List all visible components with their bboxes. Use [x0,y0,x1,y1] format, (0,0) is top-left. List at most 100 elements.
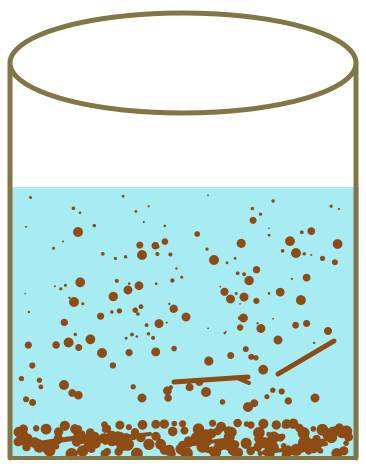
sediment-grain [339,446,348,455]
small-particle [268,227,270,229]
small-particle [147,332,150,335]
sediment-grain [317,424,329,436]
particle [52,341,60,349]
particle [75,277,85,287]
particle [333,239,343,249]
sediment-grain [22,434,33,445]
small-particle [291,278,293,280]
particle [250,217,257,224]
small-particle [338,208,340,210]
small-particle [310,254,312,256]
particle [194,231,200,237]
small-particle [68,297,70,299]
small-particle [72,207,76,211]
small-particle [303,252,306,255]
particle [243,346,249,352]
large-particle [182,313,191,322]
small-particle [259,213,262,216]
small-particle [136,335,139,338]
small-particle [101,252,105,256]
small-particle [136,312,140,316]
small-particle [64,284,67,287]
small-particle [25,226,27,228]
large-particle [137,250,147,260]
small-particle [62,241,64,243]
sediment-grain [14,437,23,446]
small-particle [207,328,209,330]
particle [109,292,118,301]
particle [39,385,44,390]
sediment-grain [126,424,132,430]
particle [151,347,160,356]
particle [164,394,172,402]
particle [136,242,143,249]
particle [256,324,265,333]
small-particle [135,210,138,213]
particle [139,304,144,309]
small-particle [256,322,258,324]
sediment-grain [179,420,186,427]
large-particle [240,293,249,302]
small-particle [207,194,209,196]
particle [29,362,35,368]
sediment-clump [104,448,112,456]
small-particle [236,271,240,275]
particle [285,236,295,246]
small-particle [29,196,32,199]
particle [170,305,178,313]
particle [226,295,235,304]
small-particle [164,225,167,228]
large-particle [59,380,69,390]
sediment-grain [216,422,226,432]
particle [244,276,253,285]
small-particle [79,212,82,215]
particle [37,378,42,383]
sediment-grain [340,426,351,437]
small-particle [110,310,113,313]
small-particle [300,230,304,234]
sediment-clump [208,447,216,455]
sediment-grain [168,427,178,437]
particle [276,288,285,297]
sediment-grain [163,421,169,427]
large-particle [124,286,133,295]
sediment-grain [41,424,52,435]
small-particle [145,323,149,327]
sediment-grain [227,427,237,437]
sediment-grain [317,448,323,454]
small-particle [155,282,158,285]
sediment-grain [33,425,39,431]
sediment-clump [155,439,166,450]
small-particle [24,293,26,295]
small-particle [251,207,254,210]
small-particle [148,205,150,207]
small-particle [93,224,96,227]
particle [133,307,139,313]
particle [61,319,68,326]
small-particle [124,255,127,258]
small-particle [115,279,119,283]
particle [110,362,116,368]
sediment-grain [310,426,316,432]
large-particle [73,227,83,237]
particle [248,354,254,360]
particle [303,320,310,327]
particle [74,391,83,400]
large-particle [209,255,219,265]
particle [239,314,248,323]
small-particle [168,253,172,257]
small-particle [234,257,237,260]
sediment-grain [343,440,349,446]
particle [171,346,177,352]
large-particle [201,387,211,397]
particle [258,365,268,375]
small-particle [81,302,84,305]
sediment-grain [258,451,263,456]
sediment-grain [138,420,148,430]
particle [220,288,228,296]
particle [270,388,275,393]
large-particle [311,394,320,403]
small-particle [268,234,271,237]
particle [320,256,325,261]
small-particle [74,333,77,336]
